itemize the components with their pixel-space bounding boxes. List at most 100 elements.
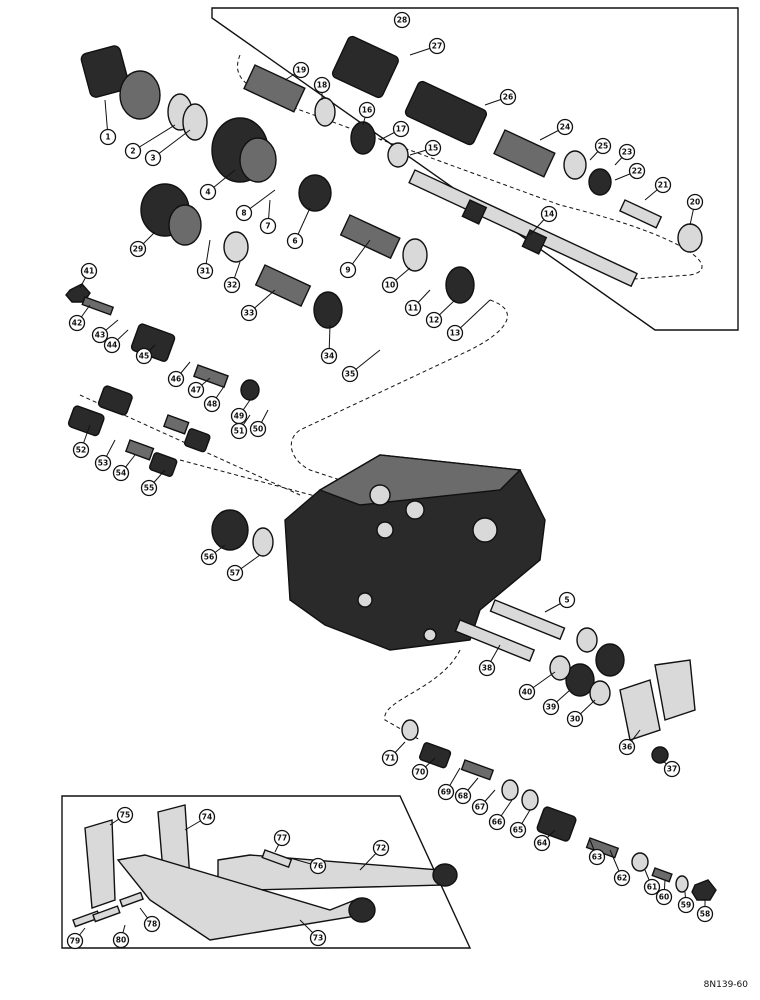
callout-label-68: 68 (458, 792, 468, 801)
callout-circle-39 (542, 698, 560, 716)
callout-circle-43 (91, 326, 109, 344)
leader-line-2 (132, 124, 176, 152)
callout-label-36: 36 (622, 743, 632, 752)
callout-circle-33 (240, 304, 258, 322)
callouts-layer: 1234567891011121314151617181920212223242… (66, 11, 714, 950)
callout-circle-36 (618, 738, 636, 756)
callout-circle-29 (129, 240, 147, 258)
callout-label-62: 62 (617, 874, 627, 883)
callout-circle-44 (103, 336, 121, 354)
callout-label-12: 12 (429, 316, 439, 325)
callout-circle-48 (203, 395, 221, 413)
callout-label-37: 37 (667, 765, 677, 774)
callout-label-51: 51 (234, 427, 244, 436)
callout-label-3: 3 (150, 154, 155, 163)
seal-rings-2-3 (167, 93, 208, 141)
callout-circle-4 (199, 183, 217, 201)
callout-circle-54 (112, 464, 130, 482)
callout-circle-21 (654, 176, 672, 194)
callout-label-18: 18 (317, 81, 327, 90)
valve-body (284, 454, 546, 651)
callout-circle-46 (167, 370, 185, 388)
spool-assembly-5 (454, 599, 566, 663)
callout-label-7: 7 (265, 222, 270, 231)
callout-label-28: 28 (397, 16, 407, 25)
callout-circle-5 (558, 591, 576, 609)
callout-label-56: 56 (204, 553, 214, 562)
callout-circle-47 (187, 381, 205, 399)
callout-label-32: 32 (227, 281, 237, 290)
callout-circle-78 (143, 915, 161, 933)
callout-label-29: 29 (133, 245, 143, 254)
callout-label-25: 25 (598, 142, 608, 151)
assembly-line-upper (290, 299, 508, 481)
callout-circle-71 (381, 749, 399, 767)
assembly-line-relief (384, 649, 461, 741)
drawing-code: 8N139-60 (703, 980, 748, 990)
callout-circle-64 (533, 834, 551, 852)
callout-circle-37 (663, 760, 681, 778)
callout-circle-59 (677, 896, 695, 914)
callout-label-20: 20 (690, 198, 700, 207)
callout-circle-62 (613, 869, 631, 887)
callout-label-15: 15 (428, 144, 438, 153)
callout-label-48: 48 (207, 400, 217, 409)
callout-circle-70 (411, 763, 429, 781)
callout-label-19: 19 (296, 66, 306, 75)
callout-label-77: 77 (277, 834, 287, 843)
control-linkage (72, 804, 458, 941)
callout-circle-67 (471, 798, 489, 816)
callout-label-42: 42 (72, 319, 82, 328)
callout-circle-32 (223, 276, 241, 294)
callout-circle-27 (428, 37, 446, 55)
callout-label-33: 33 (244, 309, 254, 318)
springs (243, 64, 556, 307)
callout-label-14: 14 (544, 210, 554, 219)
callout-label-63: 63 (592, 853, 602, 862)
callout-circle-58 (696, 905, 714, 923)
callout-label-22: 22 (632, 167, 642, 176)
callout-circle-56 (200, 548, 218, 566)
callout-circle-38 (478, 659, 496, 677)
callout-label-9: 9 (345, 266, 350, 275)
callout-circle-14 (540, 205, 558, 223)
callout-circle-52 (72, 441, 90, 459)
callout-label-72: 72 (376, 844, 386, 853)
callout-label-44: 44 (107, 341, 117, 350)
callout-circle-51 (230, 422, 248, 440)
callout-circle-18 (313, 76, 331, 94)
callout-label-75: 75 (120, 811, 130, 820)
callout-circle-53 (94, 454, 112, 472)
callout-circle-34 (320, 347, 338, 365)
relief-parts-41-55 (65, 283, 274, 557)
callout-label-34: 34 (324, 352, 334, 361)
callout-circle-10 (381, 276, 399, 294)
callout-circle-2 (124, 142, 142, 160)
callout-circle-6 (286, 232, 304, 250)
callout-circle-30 (566, 710, 584, 728)
callout-label-57: 57 (230, 569, 240, 578)
callout-label-6: 6 (292, 237, 297, 246)
callout-circle-20 (686, 193, 704, 211)
nut-4 (211, 117, 277, 183)
callout-label-53: 53 (98, 459, 108, 468)
callout-label-8: 8 (241, 209, 246, 218)
callout-circle-11 (404, 299, 422, 317)
callout-circle-24 (556, 118, 574, 136)
callout-circle-42 (68, 314, 86, 332)
callout-circle-40 (518, 683, 536, 701)
callout-label-52: 52 (76, 446, 86, 455)
callout-circle-9 (339, 261, 357, 279)
callout-label-24: 24 (560, 123, 570, 132)
callout-circle-57 (226, 564, 244, 582)
callout-label-13: 13 (450, 329, 460, 338)
callout-label-71: 71 (385, 754, 395, 763)
assembly-line-spool (237, 54, 703, 281)
callout-label-10: 10 (385, 281, 395, 290)
callout-circle-31 (196, 262, 214, 280)
callout-circle-23 (618, 143, 636, 161)
lower-valve-parts (401, 627, 717, 901)
callout-label-2: 2 (130, 147, 135, 156)
callout-circle-76 (309, 857, 327, 875)
callout-label-50: 50 (253, 425, 263, 434)
